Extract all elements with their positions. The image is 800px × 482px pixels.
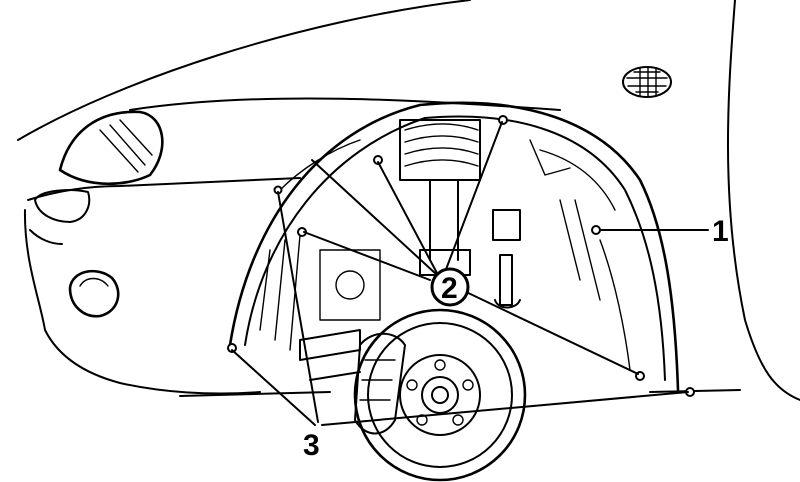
car-body — [17, 0, 800, 401]
callout-label-1: 1 — [712, 215, 729, 248]
fasteners — [227, 115, 695, 397]
control-arm — [299, 249, 381, 381]
fastener-point — [591, 225, 601, 235]
fastener-point — [227, 343, 237, 353]
callout-label-3: 3 — [303, 429, 320, 462]
brake-disc — [353, 308, 527, 482]
callout-2-circle — [430, 267, 470, 307]
callout-label-2: 2 — [441, 272, 458, 305]
callout-2: 2 — [430, 267, 470, 307]
leader-lines — [231, 121, 709, 426]
fastener-point — [498, 115, 508, 125]
callout-3: 3 — [303, 429, 320, 462]
wheel-arch-liner — [228, 101, 680, 392]
badge-icon — [622, 66, 672, 98]
callout-1: 1 — [712, 215, 729, 248]
